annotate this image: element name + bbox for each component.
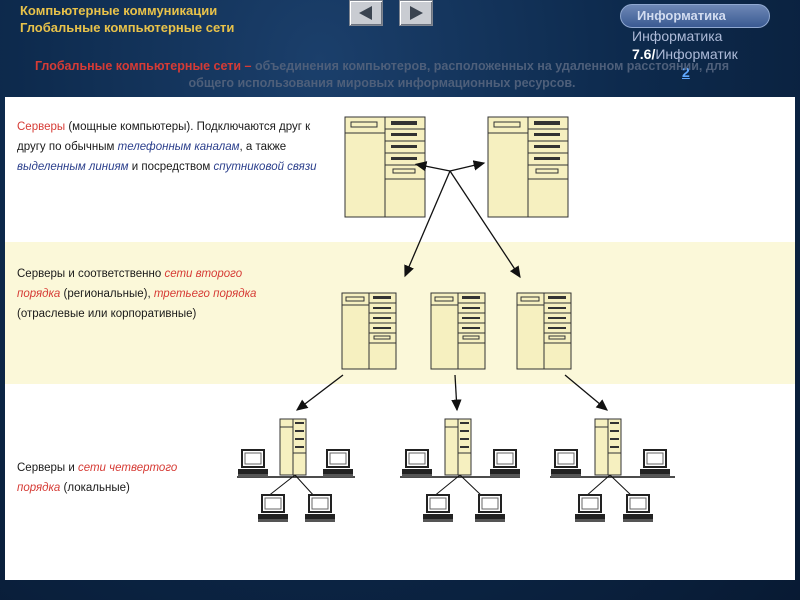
computer-icon <box>489 449 521 478</box>
triangle-right-icon <box>410 6 423 20</box>
computer-icon <box>304 494 336 523</box>
computer-icon <box>322 449 354 478</box>
computer-icon <box>574 494 606 523</box>
computer-icon <box>257 494 289 523</box>
computer-icon <box>401 449 433 478</box>
section-1-text: Серверы (мощные компьютеры). Подключаютс… <box>17 121 317 173</box>
section-3-text: Серверы и сети четвертого порядка (локал… <box>17 462 178 494</box>
next-button[interactable] <box>399 0 433 26</box>
computer-icon <box>639 449 671 478</box>
definition-text: Глобальные компьютерные сети – объединен… <box>34 59 730 90</box>
section-2-text: Серверы и соответственно сети второго по… <box>17 268 257 320</box>
computer-icon <box>237 449 269 478</box>
network-diagram <box>237 116 675 523</box>
server-icon <box>341 292 397 370</box>
server-icon <box>487 116 569 218</box>
brand-link[interactable]: Информатик <box>655 46 738 62</box>
band-regional <box>5 242 795 384</box>
brand-badge[interactable]: Информатика <box>620 4 770 28</box>
computer-icon <box>622 494 654 523</box>
computer-icon <box>474 494 506 523</box>
server-icon <box>344 116 426 218</box>
header-subtitle: Глобальные компьютерные сети <box>20 20 235 35</box>
triangle-left-icon <box>359 6 372 20</box>
brand-number[interactable]: 2 <box>682 64 690 80</box>
brand-info: Информатика 7.6/Информатик 2 <box>632 28 738 80</box>
server-icon <box>516 292 572 370</box>
band-local <box>5 384 795 580</box>
header-title: Компьютерные коммуникации <box>20 3 218 18</box>
server-icon <box>279 418 307 476</box>
server-icon <box>444 418 472 476</box>
content-panel: Серверы (мощные компьютеры). Подключаютс… <box>5 97 795 580</box>
server-icon <box>594 418 622 476</box>
server-icon <box>430 292 486 370</box>
prev-button[interactable] <box>349 0 383 26</box>
computer-icon <box>550 449 582 478</box>
computer-icon <box>422 494 454 523</box>
